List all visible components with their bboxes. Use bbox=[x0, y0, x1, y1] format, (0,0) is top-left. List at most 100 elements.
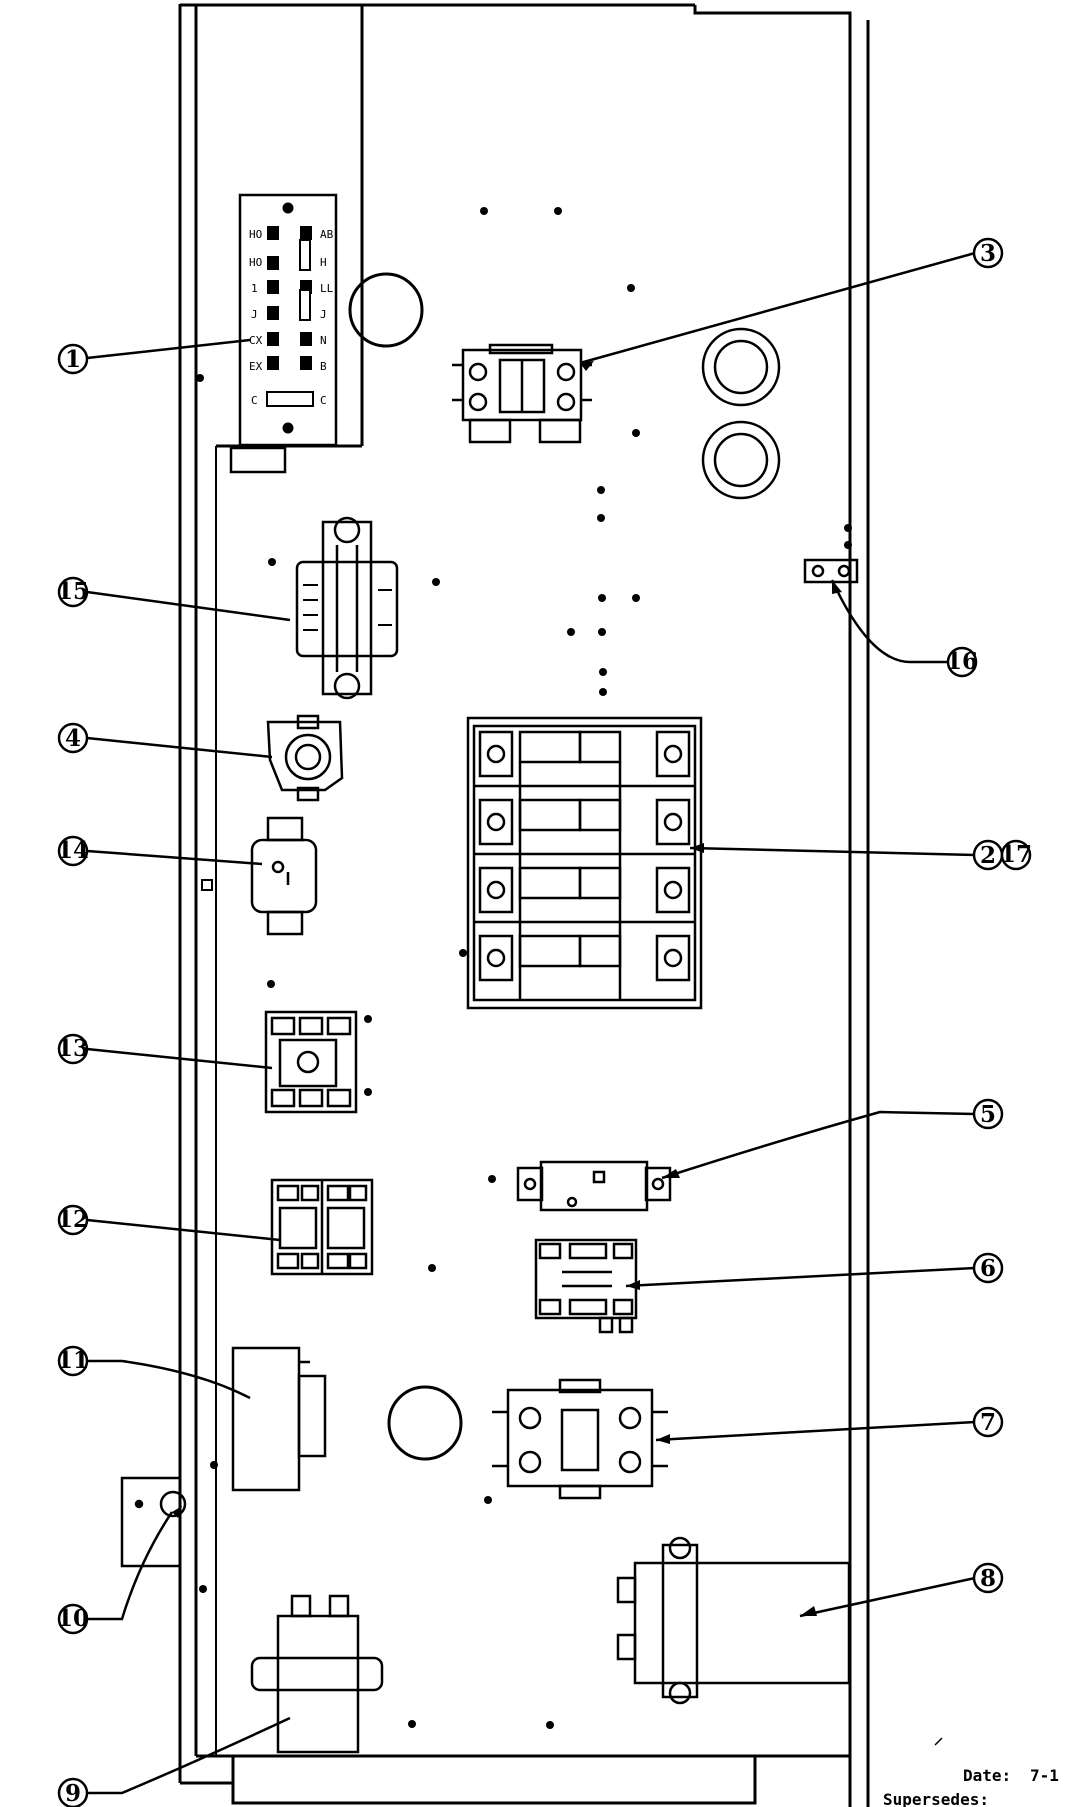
mounting-hole bbox=[196, 374, 204, 382]
callout-6: 6 bbox=[972, 1252, 1004, 1284]
leader-10 bbox=[87, 1511, 174, 1621]
leader-5 bbox=[661, 1110, 976, 1180]
footer-date-value: 7-1 bbox=[1030, 1766, 1059, 1785]
leader-2-17 bbox=[689, 846, 976, 857]
mounting-holes bbox=[196, 207, 852, 1729]
leader-1 bbox=[86, 338, 251, 360]
callout-15-label: 15 bbox=[57, 578, 89, 605]
mounting-hole bbox=[546, 1721, 554, 1729]
mounting-hole bbox=[428, 1264, 436, 1272]
svg-text:CX: CX bbox=[249, 334, 263, 347]
leader-13 bbox=[86, 1047, 273, 1070]
footer-date-label: Date: bbox=[963, 1766, 1011, 1785]
callout-10-label: 10 bbox=[57, 1605, 89, 1632]
mounting-hole bbox=[484, 1496, 492, 1504]
panel-outline bbox=[178, 3, 870, 1807]
callout-17: 17 bbox=[1000, 839, 1032, 871]
callout-9: 9 bbox=[57, 1777, 89, 1807]
mounting-hole bbox=[480, 207, 488, 215]
svg-text:LL: LL bbox=[320, 282, 334, 295]
mounting-hole bbox=[432, 578, 440, 586]
leader-lines bbox=[86, 251, 976, 1795]
mounting-hole bbox=[627, 284, 635, 292]
svg-text:J: J bbox=[320, 308, 327, 321]
svg-text:H: H bbox=[320, 256, 327, 269]
callout-14-label: 14 bbox=[57, 837, 89, 864]
callout-8: 8 bbox=[972, 1562, 1004, 1594]
mounting-hole bbox=[844, 541, 852, 549]
contactor-7 bbox=[492, 1378, 668, 1500]
ring-knockouts bbox=[701, 327, 781, 500]
mounting-hole bbox=[598, 628, 606, 636]
callout-8-label: 8 bbox=[980, 1565, 996, 1592]
svg-text:HO: HO bbox=[249, 256, 262, 269]
callout-14: 14 bbox=[57, 835, 89, 867]
leader-3 bbox=[579, 251, 976, 365]
relay-4 bbox=[266, 714, 344, 802]
footer: Date: 7-1 Supersedes: bbox=[883, 1766, 1059, 1807]
main-contactor bbox=[466, 716, 703, 1010]
callout-7: 7 bbox=[972, 1406, 1004, 1438]
svg-text:1: 1 bbox=[251, 282, 258, 295]
callout-7-label: 7 bbox=[980, 1409, 996, 1436]
svg-text:B: B bbox=[320, 360, 327, 373]
bracket-10 bbox=[120, 1476, 187, 1568]
callout-11-label: 11 bbox=[57, 1347, 89, 1374]
callout-3: 3 bbox=[972, 237, 1004, 269]
callout-16: 16 bbox=[946, 646, 978, 678]
component-11 bbox=[231, 1346, 327, 1492]
callout-13: 13 bbox=[57, 1033, 89, 1065]
knockout-hole-bottom bbox=[387, 1385, 463, 1461]
svg-text:AB: AB bbox=[320, 228, 334, 241]
mounting-hole bbox=[632, 594, 640, 602]
mounting-hole bbox=[598, 594, 606, 602]
svg-text:EX: EX bbox=[249, 360, 263, 373]
transformer bbox=[295, 516, 399, 700]
callout-4: 4 bbox=[57, 722, 89, 754]
mounting-hole bbox=[554, 207, 562, 215]
mounting-hole bbox=[210, 1461, 218, 1469]
leader-8 bbox=[799, 1576, 976, 1618]
leader-9 bbox=[87, 1716, 291, 1795]
callout-2: 2 bbox=[972, 839, 1004, 871]
mounting-hole bbox=[364, 1088, 372, 1096]
mounting-hole bbox=[199, 1585, 207, 1593]
leader-11 bbox=[87, 1359, 251, 1400]
leader-15 bbox=[86, 590, 291, 622]
callouts: 1 3 15 16 4 2 17 14 13 5 12 6 11 7 8 10 … bbox=[57, 237, 1032, 1807]
mounting-hole bbox=[567, 628, 575, 636]
svg-text:J: J bbox=[251, 308, 258, 321]
capacitor-8 bbox=[616, 1536, 851, 1705]
mounting-hole bbox=[597, 486, 605, 494]
callout-1: 1 bbox=[57, 343, 89, 375]
mounting-hole bbox=[844, 524, 852, 532]
mounting-hole bbox=[408, 1720, 416, 1728]
leader-16 bbox=[830, 579, 948, 664]
contactor-top bbox=[452, 343, 592, 444]
leader-12 bbox=[86, 1218, 281, 1242]
callout-3-label: 3 bbox=[980, 240, 996, 267]
mounting-hole bbox=[632, 429, 640, 437]
mounting-hole bbox=[599, 688, 607, 696]
leader-7 bbox=[655, 1420, 976, 1442]
relay-5 bbox=[516, 1160, 672, 1212]
callout-13-label: 13 bbox=[57, 1035, 89, 1062]
callout-2-label: 2 bbox=[980, 842, 996, 869]
leader-4 bbox=[86, 736, 273, 759]
relay-12 bbox=[270, 1178, 374, 1276]
leader-14 bbox=[86, 849, 263, 866]
knockout-hole-top bbox=[348, 272, 424, 348]
callout-1-label: 1 bbox=[65, 346, 81, 373]
callout-17-label: 17 bbox=[1000, 841, 1032, 868]
svg-text:C: C bbox=[320, 394, 327, 407]
capacitor-9 bbox=[250, 1594, 384, 1754]
callout-16-label: 16 bbox=[946, 648, 978, 675]
mounting-hole bbox=[597, 514, 605, 522]
mounting-hole bbox=[459, 949, 467, 957]
callout-11: 11 bbox=[57, 1345, 89, 1377]
callout-4-label: 4 bbox=[65, 725, 81, 752]
callout-12-label: 12 bbox=[57, 1206, 89, 1233]
small-square bbox=[201, 879, 213, 891]
mounting-hole bbox=[267, 980, 275, 988]
